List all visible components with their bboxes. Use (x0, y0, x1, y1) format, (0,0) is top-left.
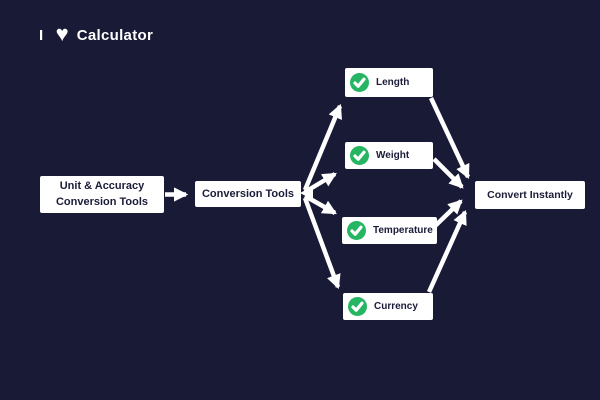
site-logo: I ♥ Calculator (39, 21, 154, 46)
logo-word: Calculator (76, 26, 154, 44)
node-source-line1: Unit & Accuracy (59, 179, 145, 192)
category-label: Temperature (373, 225, 433, 236)
arrowhead-into-hub (300, 186, 313, 200)
check-icon (347, 221, 366, 240)
node-temperature: Temperature (342, 217, 437, 244)
arrow-hub-to-temperature (303, 194, 337, 215)
arrow-weight-to-target (432, 157, 464, 189)
category-label: Currency (374, 301, 418, 312)
arrow-length-to-target (428, 97, 471, 180)
category-label: Weight (376, 150, 410, 161)
arrow-hub-to-weight (303, 172, 337, 194)
check-icon (350, 73, 369, 92)
arrow-hub-to-currency (302, 197, 341, 290)
node-currency: Currency (343, 293, 433, 320)
node-weight: Weight (345, 142, 433, 169)
heart-icon: ♥ (55, 21, 69, 46)
check-icon (348, 297, 367, 316)
node-source-line2: Conversion Tools (55, 195, 149, 208)
arrow-hub-to-length (302, 103, 343, 191)
node-conversion-tools: Conversion Tools (195, 181, 301, 207)
category-label: Length (376, 77, 410, 88)
node-unit-accuracy-conversion-tools: Unit & Accuracy Conversion Tools (40, 176, 164, 213)
node-length: Length (345, 68, 433, 97)
node-convert-instantly: Convert Instantly (475, 181, 585, 209)
check-icon (350, 146, 369, 165)
logo-prefix: I (39, 26, 44, 44)
arrow-temperature-to-target (433, 199, 463, 228)
